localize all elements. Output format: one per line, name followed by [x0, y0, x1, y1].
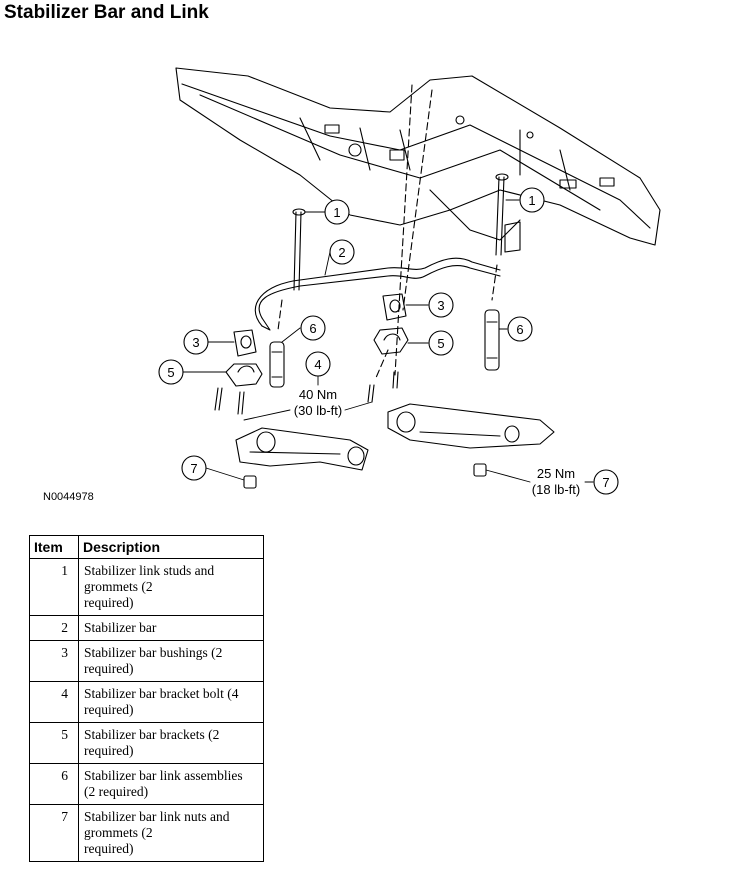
callout-label: 1 [333, 205, 340, 220]
item-number: 3 [29, 640, 79, 682]
stabilizer-bar [254, 257, 501, 331]
description-line: required) [84, 841, 134, 856]
stabilizer-bar-diagram: 1 1 2 3 3 4 5 5 6 6 7 7 40 Nm (30 lb-ft)… [43, 67, 661, 503]
callout-label: 3 [192, 335, 199, 350]
torque-spec-front: 40 Nm (30 lb-ft) [294, 387, 342, 418]
leader-lines [182, 199, 594, 483]
callout-circles [158, 187, 619, 495]
callout-label: 2 [338, 245, 345, 260]
item-number: 6 [29, 763, 79, 805]
item-number: 7 [29, 804, 79, 862]
page-title: Stabilizer Bar and Link [4, 2, 209, 23]
item-description: Stabilizer bar [78, 615, 264, 641]
description-line: Stabilizer bar link assemblies [84, 768, 243, 783]
callout-label: 3 [437, 298, 444, 313]
callout-3-right [428, 292, 454, 318]
lower-control-arm-left [235, 427, 369, 471]
bracket-right [373, 327, 409, 355]
torque-nm: 25 Nm [537, 466, 575, 481]
table-header-row: Item Description [29, 535, 264, 559]
item-number: 2 [29, 615, 79, 641]
description-line: Stabilizer bar link nuts and [84, 809, 230, 824]
description-line: required) [84, 743, 134, 758]
callout-3-left [183, 329, 209, 355]
callout-label: 7 [190, 461, 197, 476]
table-row: 2 Stabilizer bar [29, 615, 264, 641]
callout-2 [329, 239, 355, 265]
callout-6-left [300, 315, 326, 341]
item-number: 4 [29, 681, 79, 723]
link-assembly-right [484, 309, 500, 371]
bushing-right [382, 293, 407, 321]
bracket-left [225, 363, 263, 387]
alignment-lines [277, 84, 498, 381]
description-line: grommets (2 [84, 579, 153, 594]
callout-5-left [158, 359, 184, 385]
callout-label: 7 [602, 475, 609, 490]
description-line: Stabilizer bar [84, 620, 157, 635]
link-stud-left [292, 208, 306, 291]
callout-label: 5 [437, 336, 444, 351]
link-assembly-left [269, 341, 285, 388]
item-number: 1 [29, 558, 79, 616]
callout-1-right [519, 187, 545, 213]
description-line: grommets (2 [84, 825, 153, 840]
description-line: required) [84, 702, 134, 717]
item-description: Stabilizer bar link assemblies(2 require… [78, 763, 264, 805]
frame-crossmember [175, 67, 661, 253]
bracket-bolts [214, 371, 399, 415]
torque-lbft: (30 lb-ft) [294, 403, 342, 418]
description-line: Stabilizer bar bracket bolt (4 [84, 686, 239, 701]
column-header-description: Description [78, 535, 264, 559]
torque-spec-rear: 25 Nm (18 lb-ft) [532, 466, 580, 497]
link-stud-right [495, 173, 509, 256]
callout-label: 5 [167, 365, 174, 380]
description-line: required) [84, 661, 134, 676]
description-line: Stabilizer link studs and [84, 563, 215, 578]
callout-labels: 1 1 2 3 3 4 5 5 6 6 7 7 [167, 193, 609, 490]
column-header-item: Item [29, 535, 79, 559]
lower-control-arm-right [387, 403, 555, 449]
torque-nm: 40 Nm [299, 387, 337, 402]
bushing-left [233, 329, 257, 357]
callout-label: 1 [528, 193, 535, 208]
description-line: (2 required) [84, 784, 149, 799]
torque-lbft: (18 lb-ft) [532, 482, 580, 497]
link-nut-left [243, 475, 257, 489]
description-line: required) [84, 595, 134, 610]
callout-4 [305, 351, 331, 377]
callout-7-right [593, 469, 619, 495]
description-line: Stabilizer bar brackets (2 [84, 727, 220, 742]
callout-label: 4 [314, 357, 321, 372]
description-line: Stabilizer bar bushings (2 [84, 645, 223, 660]
figure-id: N0044978 [43, 491, 94, 503]
callout-6-right [507, 316, 533, 342]
callout-label: 6 [516, 322, 523, 337]
callout-5-right [428, 330, 454, 356]
callout-1-left [324, 199, 350, 225]
callout-label: 6 [309, 321, 316, 336]
item-number: 5 [29, 722, 79, 764]
link-nut-right [473, 463, 487, 477]
callout-7-left [181, 455, 207, 481]
